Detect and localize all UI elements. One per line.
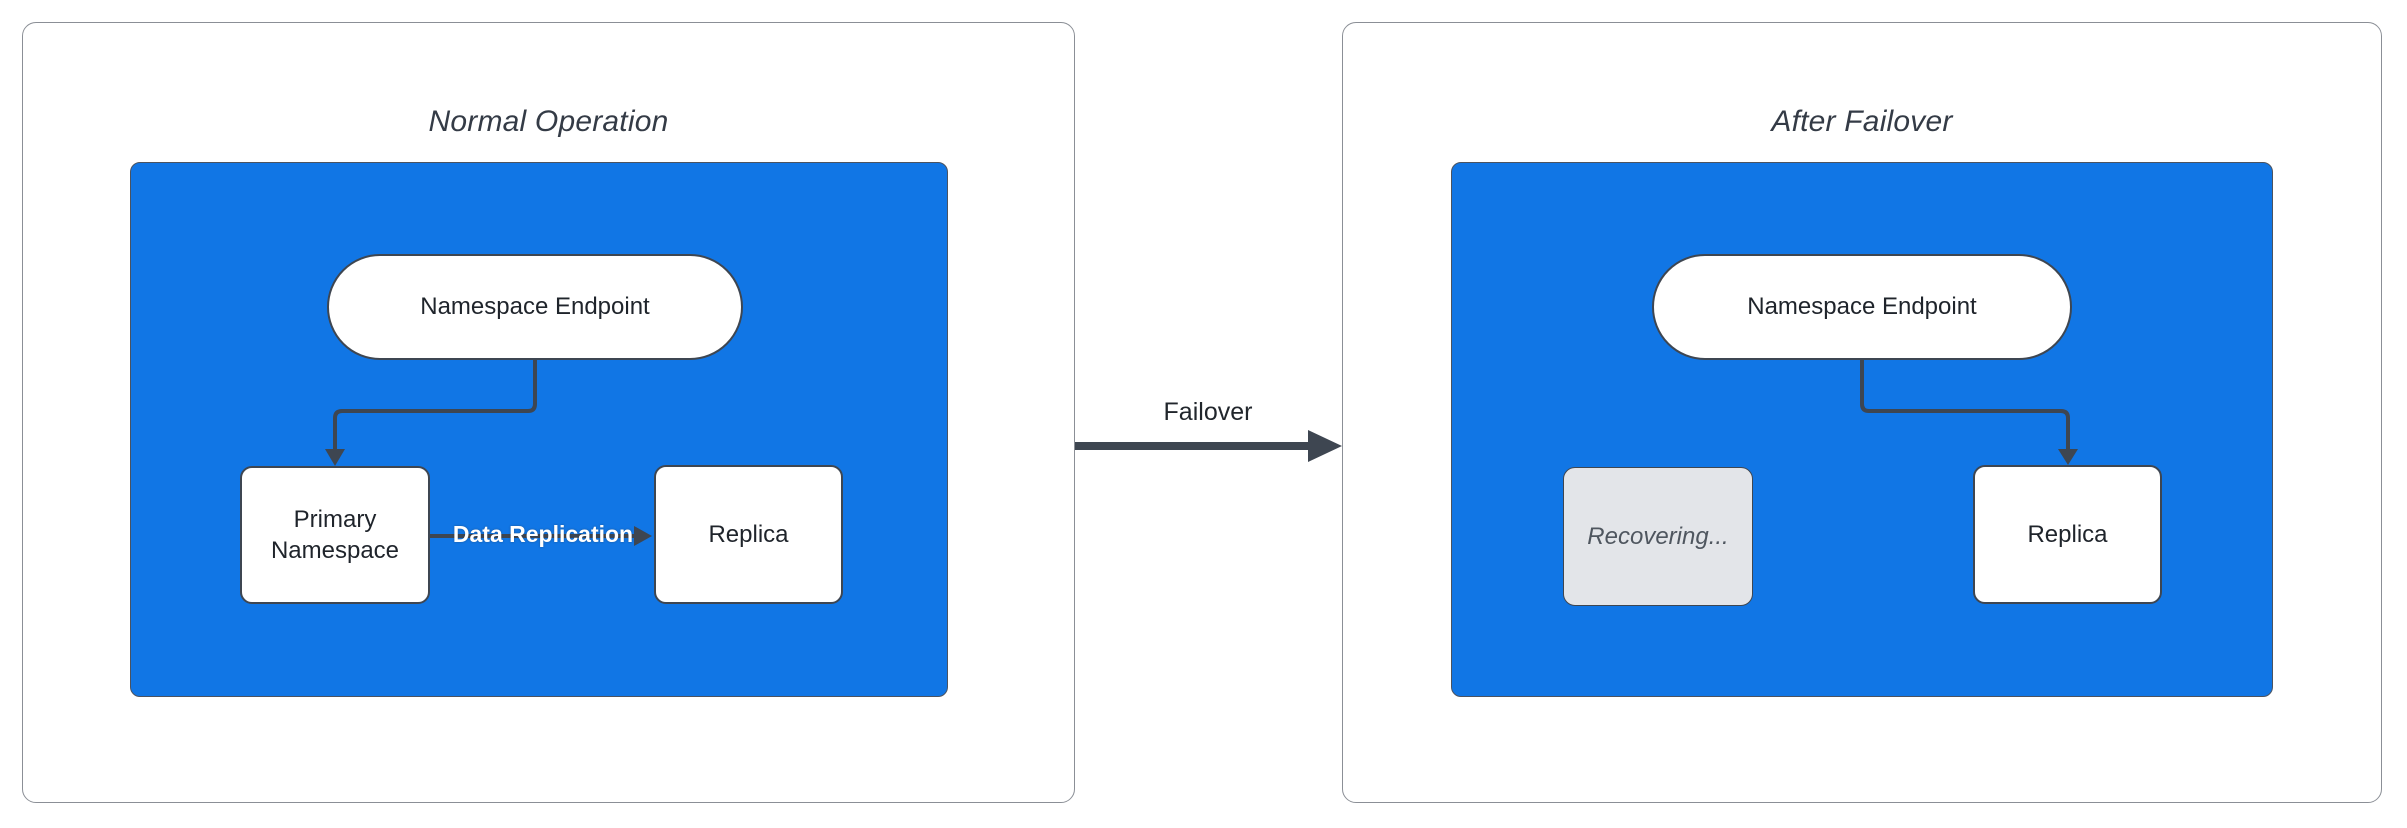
node-namespace-endpoint-failover: Namespace Endpoint: [1652, 254, 2072, 360]
panel-title-after-failover: After Failover: [1771, 105, 1953, 138]
node-label: Replica: [2027, 520, 2108, 548]
node-label: Namespace Endpoint: [1747, 293, 1977, 321]
connector-endpoint-to-replica: [1860, 360, 2070, 450]
panel-title-normal-operation: Normal Operation: [428, 105, 669, 138]
node-label: Recovering...: [1587, 522, 1729, 550]
connector-endpoint-to-primary: [333, 360, 537, 450]
node-primary-namespace: Primary Namespace: [240, 466, 430, 604]
node-namespace-endpoint-normal: Namespace Endpoint: [327, 254, 743, 360]
arrowhead-right-icon: [634, 526, 652, 546]
edge-label-data-replication: Data Replication: [452, 521, 634, 547]
node-recovering: Recovering...: [1563, 467, 1753, 606]
edge-label-failover: Failover: [1163, 398, 1253, 426]
arrowhead-down-icon: [2058, 449, 2078, 465]
namespace-container-failover: [1451, 162, 2273, 697]
arrowhead-down-icon: [325, 449, 345, 466]
namespace-container-normal: [130, 162, 948, 697]
node-replica-normal: Replica: [654, 465, 843, 604]
arrowhead-right-icon: [1308, 430, 1342, 462]
node-label: Replica: [708, 520, 789, 548]
node-replica-failover: Replica: [1973, 465, 2162, 604]
node-label: Namespace Endpoint: [420, 293, 650, 321]
node-label: Primary Namespace: [270, 505, 400, 564]
